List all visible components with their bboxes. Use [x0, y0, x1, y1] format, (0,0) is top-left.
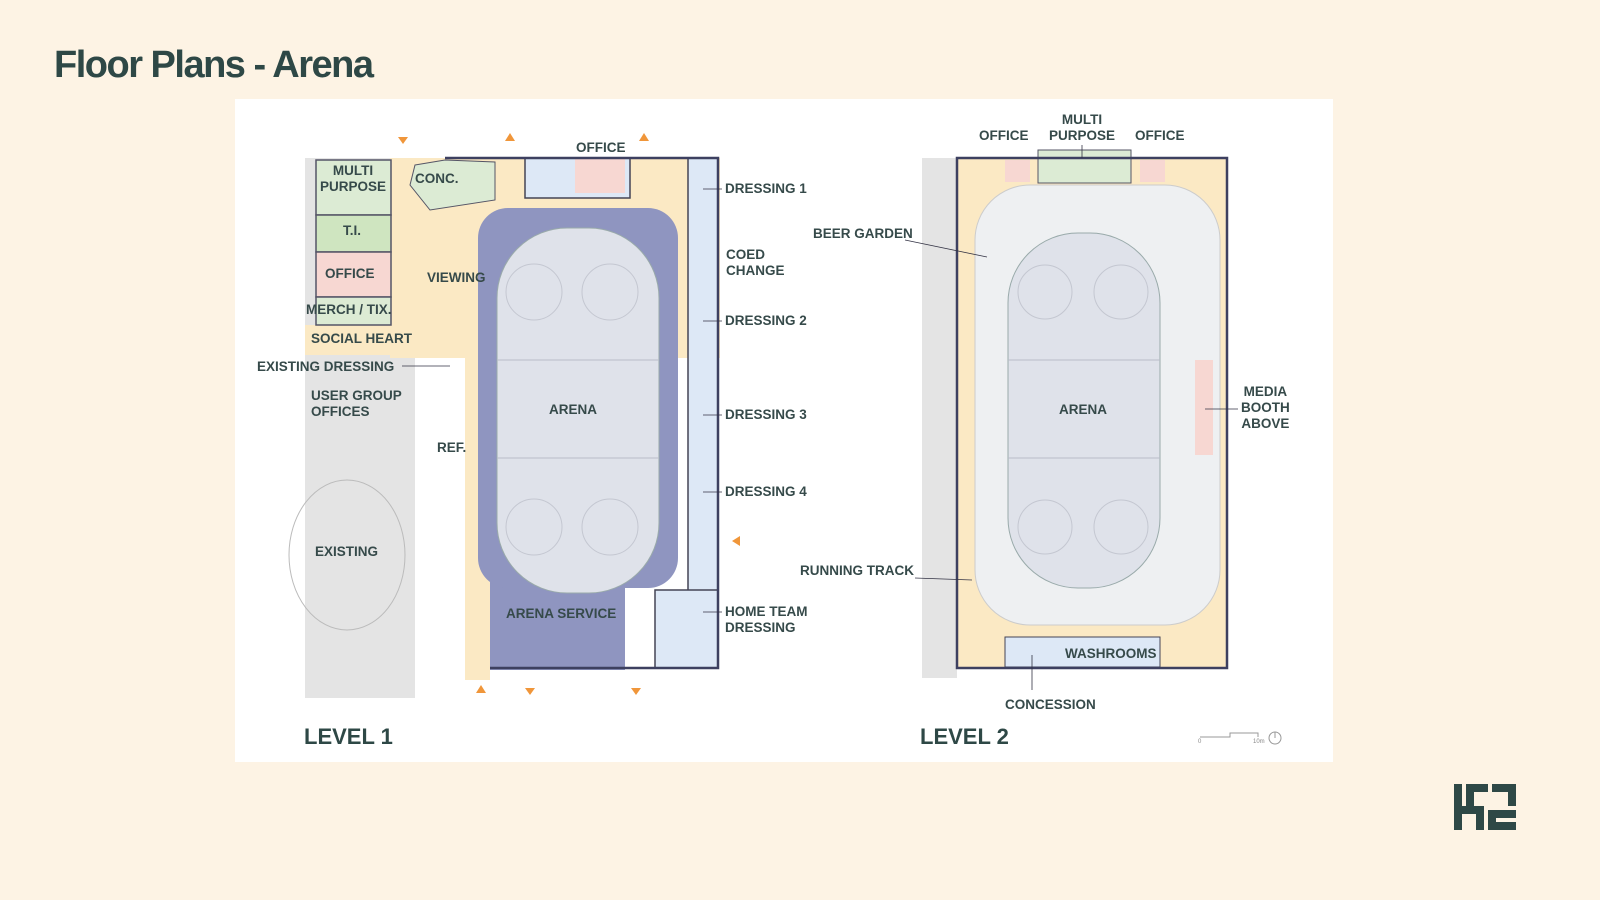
scale-bar	[1200, 731, 1282, 745]
ice-surface	[496, 227, 660, 594]
ice-surface-level2	[1007, 232, 1161, 589]
scale-end: 10m	[1253, 739, 1265, 745]
label-social-heart: SOCIAL HEART	[311, 331, 413, 346]
label-dressing-2: DRESSING 2	[725, 313, 807, 328]
page-title: Floor Plans - Arena	[54, 44, 374, 86]
label-concession: CONCESSION	[1005, 697, 1096, 712]
label-running-track: RUNNING TRACK	[800, 563, 914, 578]
floor-plans-panel: MULTI PURPOSE CONC. OFFICE T.I. OFFICE V…	[235, 99, 1333, 762]
label-ti: T.I.	[343, 223, 362, 238]
label-office: OFFICE	[325, 266, 375, 281]
company-logo	[1454, 784, 1516, 830]
label-dressing-3: DRESSING 3	[725, 407, 807, 422]
label-multi-purpose: MULTI PURPOSE	[320, 163, 387, 194]
label-office-left: OFFICE	[979, 128, 1029, 143]
floor-plan-drawings	[288, 133, 1282, 745]
label-media-booth: MEDIA BOOTH ABOVE	[1241, 384, 1290, 431]
label-arena-level1: ARENA	[549, 402, 598, 417]
level1-plan	[288, 133, 740, 698]
label-user-group-offices: USER GROUP OFFICES	[311, 388, 402, 419]
label-viewing: VIEWING	[427, 270, 486, 285]
entry-arrows	[398, 133, 740, 695]
label-dressing-4: DRESSING 4	[725, 484, 807, 499]
level1-heading: LEVEL 1	[304, 724, 393, 749]
label-conc: CONC.	[415, 171, 459, 186]
label-beer-garden: BEER GARDEN	[813, 226, 913, 241]
arena-service	[490, 580, 625, 670]
label-washrooms: WASHROOMS	[1065, 646, 1157, 661]
label-existing: EXISTING	[315, 544, 379, 559]
level2-plan	[904, 145, 1282, 745]
label-ref: REF.	[437, 440, 467, 455]
label-existing-dressing: EXISTING DRESSING	[257, 359, 395, 374]
label-coed-change: COED CHANGE	[726, 247, 785, 278]
label-dressing-1: DRESSING 1	[725, 181, 807, 196]
label-office-top: OFFICE	[576, 140, 626, 155]
level2-heading: LEVEL 2	[920, 724, 1009, 749]
label-merch-tix: MERCH / TIX.	[306, 302, 392, 317]
label-office-right: OFFICE	[1135, 128, 1185, 143]
label-arena-service: ARENA SERVICE	[506, 606, 617, 621]
label-home-team-dressing: HOME TEAM DRESSING	[725, 604, 808, 635]
label-arena-level2: ARENA	[1059, 402, 1108, 417]
existing-rink	[288, 479, 406, 631]
scale-start: 0	[1198, 739, 1202, 745]
label-multi-purpose-l2: MULTI PURPOSE	[1049, 112, 1116, 143]
